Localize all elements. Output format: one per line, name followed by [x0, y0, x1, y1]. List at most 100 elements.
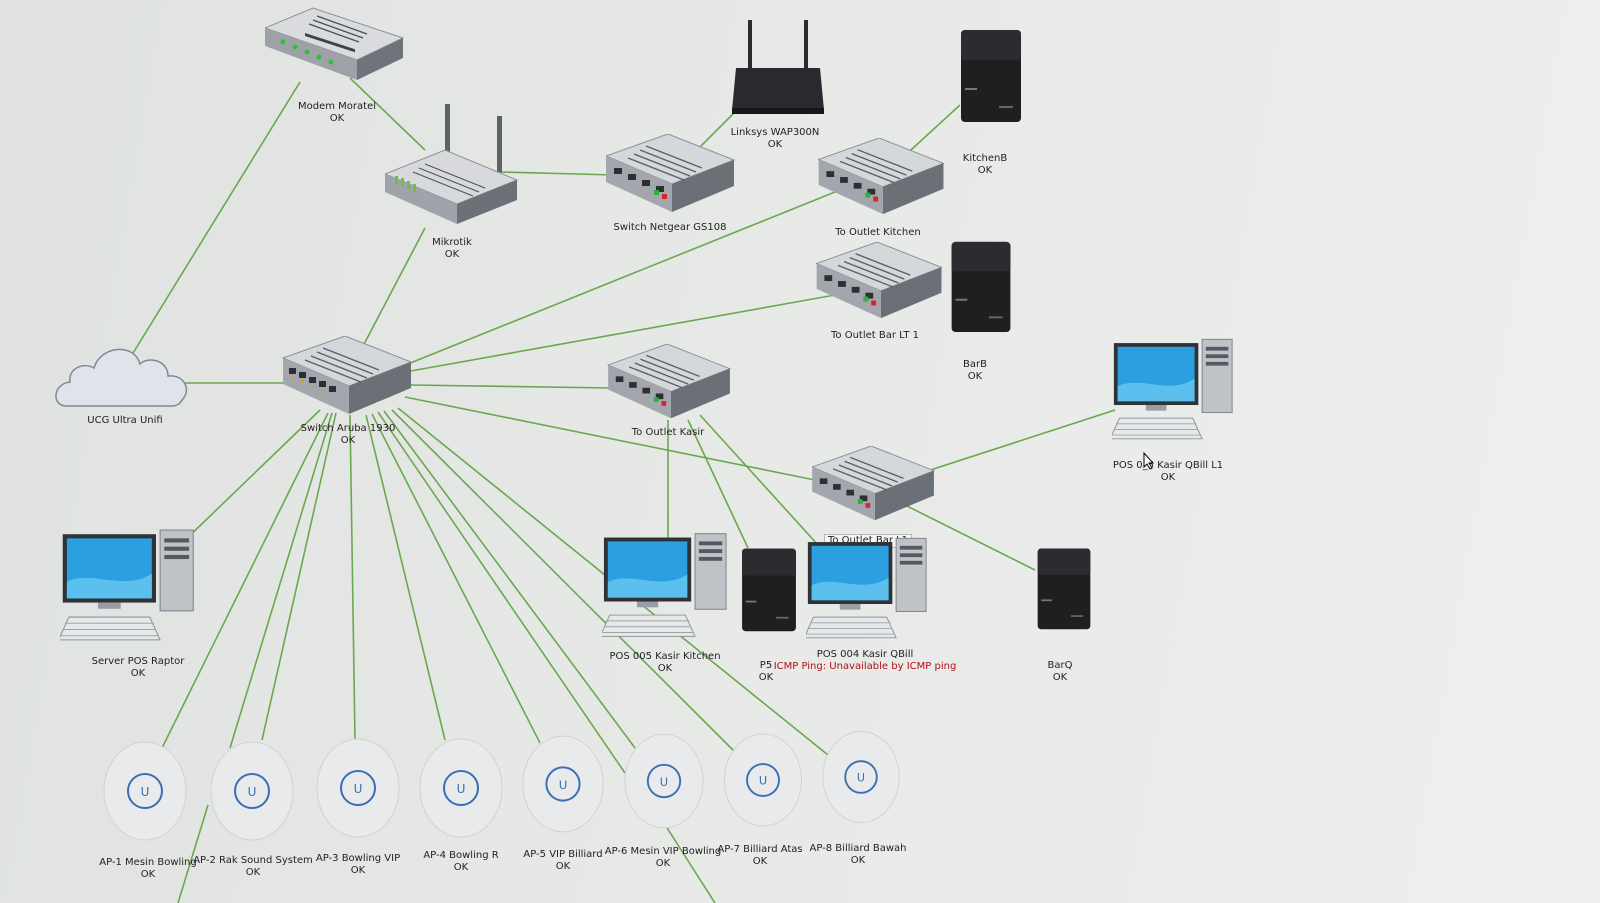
ap2-name: AP-2 Rak Sound System: [193, 855, 313, 866]
link-aruba-ap2: [229, 412, 333, 749]
ap5-icon[interactable]: U: [522, 735, 604, 833]
link-aruba-outlet-bar-lt1: [404, 294, 836, 373]
outlet-bar-l1-name: To Outlet Bar L1: [827, 535, 909, 546]
link-aruba-ap1: [161, 412, 329, 749]
pos005-status: OK: [657, 663, 673, 674]
ap8-label: AP-8 Billiard Bawah OK: [810, 843, 907, 867]
link-modem-ucg: [129, 81, 301, 359]
ap2-label: AP-2 Rak Sound System OK: [193, 855, 313, 879]
outlet-bar-lt1-label: To Outlet Bar LT 1: [831, 330, 919, 342]
link-aruba-ap6b: [383, 410, 636, 749]
ap6-name: AP-6 Mesin VIP Bowling: [604, 846, 722, 857]
barq-name: BarQ: [1047, 660, 1073, 671]
switch-aruba-label: Switch Aruba 1930 OK: [301, 423, 396, 447]
pos004-status: ICMP Ping: Unavailable by ICMP ping: [773, 661, 957, 672]
linksys-label: Linksys WAP300N OK: [731, 127, 820, 151]
ap1-label: AP-1 Mesin Bowling OK: [99, 857, 197, 881]
outlet-kitchen-name: To Outlet Kitchen: [835, 227, 921, 238]
svg-text:U: U: [857, 772, 865, 785]
link-ap6-down: [661, 819, 716, 903]
mikrotik-status: OK: [444, 249, 460, 260]
outlet-kitchen-label: To Outlet Kitchen: [835, 227, 920, 239]
switch-aruba-name: Switch Aruba 1930: [300, 423, 396, 434]
barq-status: OK: [1052, 672, 1068, 683]
svg-text:U: U: [457, 782, 466, 796]
barq-printer-icon[interactable]: [1035, 545, 1093, 631]
ap5-name: AP-5 VIP Billiard: [523, 849, 603, 860]
ap4-label: AP-4 Bowling R OK: [423, 850, 498, 874]
bar-printer-icon[interactable]: [949, 238, 1013, 334]
pos005-computer-icon[interactable]: [602, 530, 728, 642]
link-aruba-ap2b: [261, 412, 337, 741]
kitchen-printer-name: KitchenB: [962, 153, 1008, 164]
switch-outlet-bar-l1-icon[interactable]: [812, 446, 936, 524]
linksys-access-point-icon[interactable]: [728, 18, 828, 118]
svg-text:U: U: [559, 778, 568, 792]
server-pos-computer-icon[interactable]: [60, 528, 196, 644]
p5-printer-icon[interactable]: [739, 545, 799, 633]
switch-netgear-icon[interactable]: [606, 134, 736, 216]
ucg-label: UCG Ultra Unifi: [87, 415, 162, 427]
ap6-label: AP-6 Mesin VIP Bowling OK: [605, 846, 721, 870]
svg-text:U: U: [759, 775, 767, 788]
link-outlet-kasir-p5: [687, 419, 749, 549]
linksys-status: OK: [767, 139, 783, 150]
link-aruba-ap7: [391, 409, 736, 753]
switch-netgear-name: Switch Netgear GS108: [613, 222, 727, 233]
pos004-name: POS 004 Kasir QBill: [816, 649, 914, 660]
svg-text:U: U: [660, 775, 668, 789]
pos-qbill-l1-computer-icon[interactable]: [1112, 334, 1234, 446]
svg-text:U: U: [141, 785, 150, 799]
link-outlet-bar-l1-pos-qbill-l1: [914, 409, 1116, 476]
ap4-name: AP-4 Bowling R: [423, 850, 499, 861]
kitchen-printer-icon[interactable]: [959, 26, 1023, 124]
ap8-icon[interactable]: U: [822, 730, 900, 824]
p5-status: OK: [758, 672, 774, 683]
link-outlet-kasir-pos004: [699, 414, 819, 546]
mikrotik-router-icon[interactable]: [385, 104, 519, 228]
svg-text:U: U: [354, 782, 363, 796]
ap3-status: OK: [350, 865, 366, 876]
ap4-icon[interactable]: U: [419, 738, 503, 838]
mouse-cursor-icon: [1143, 451, 1155, 474]
outlet-kasir-name: To Outlet Kasir: [631, 427, 705, 438]
p5-label: P5 OK: [759, 660, 773, 684]
switch-outlet-kitchen-icon[interactable]: [818, 138, 946, 218]
ap1-status: OK: [140, 869, 156, 880]
ap6-icon[interactable]: U: [624, 733, 704, 829]
link-aruba-ap5: [371, 413, 541, 744]
kitchen-printer-status: OK: [977, 165, 993, 176]
link-mikrotik-aruba: [361, 227, 426, 349]
link-aruba-server: [179, 409, 321, 546]
ap1-name: AP-1 Mesin Bowling: [99, 857, 197, 868]
switch-outlet-bar-lt1-icon[interactable]: [816, 242, 944, 322]
bar-printer-label: BarB OK: [963, 359, 987, 383]
bar-printer-status: OK: [967, 371, 983, 382]
ap1-icon[interactable]: U: [103, 741, 187, 841]
switch-outlet-kasir-icon[interactable]: [607, 344, 733, 422]
modem-moratel-status: OK: [329, 113, 345, 124]
pos005-label: POS 005 Kasir Kitchen OK: [609, 651, 720, 675]
modem-moratel-icon[interactable]: [265, 6, 405, 92]
ap7-icon[interactable]: U: [723, 733, 803, 827]
link-aruba-ap6: [377, 411, 626, 774]
switch-aruba-status: OK: [340, 435, 356, 446]
link-ap1-down: [177, 804, 209, 903]
pos005-name: POS 005 Kasir Kitchen: [609, 651, 721, 662]
switch-aruba-icon[interactable]: [282, 336, 414, 418]
link-aruba-ap4: [365, 414, 446, 741]
switch-netgear-label: Switch Netgear GS108: [614, 222, 727, 234]
ap3-icon[interactable]: U: [316, 738, 400, 838]
ap6-status: OK: [655, 858, 671, 869]
link-aruba-ap3: [349, 414, 356, 741]
mikrotik-name: Mikrotik: [432, 237, 472, 248]
link-mikrotik-netgear: [499, 171, 616, 176]
cloud-icon[interactable]: [52, 338, 194, 410]
ucg-name: UCG Ultra Unifi: [87, 415, 163, 426]
pos004-computer-icon[interactable]: [806, 534, 928, 644]
server-pos-status: OK: [130, 668, 146, 679]
ap5-label: AP-5 VIP Billiard OK: [523, 849, 602, 873]
ap2-icon[interactable]: U: [210, 741, 294, 841]
p5-name: P5: [759, 660, 773, 671]
pos004-label: POS 004 Kasir QBill ICMP Ping: Unavailab…: [774, 649, 957, 673]
